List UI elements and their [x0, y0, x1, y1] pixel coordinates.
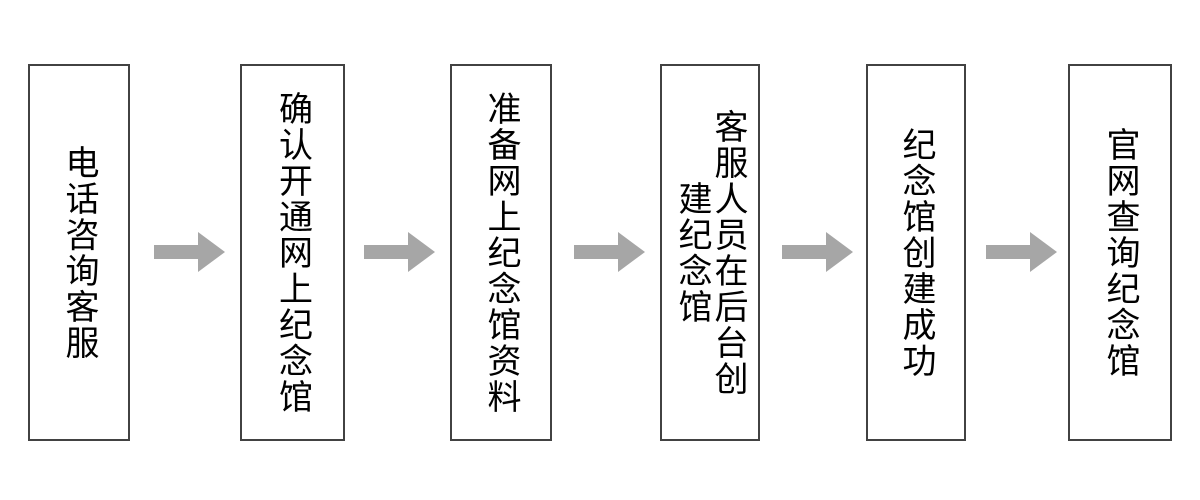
process-node-label: 客服人员在后台创建纪念馆 — [672, 108, 748, 397]
process-node-label: 电话咨询客服 — [59, 144, 99, 361]
process-node-step-3[interactable]: 准备网上纪念馆资料 — [450, 64, 552, 441]
process-node-step-6[interactable]: 官网查询纪念馆 — [1068, 64, 1172, 441]
arrow-right-icon-1 — [154, 231, 226, 273]
process-node-label: 准备网上纪念馆资料 — [481, 90, 521, 415]
process-node-step-1[interactable]: 电话咨询客服 — [28, 64, 130, 441]
arrow-right-icon-3 — [574, 231, 646, 273]
process-node-step-2[interactable]: 确认开通网上纪念馆 — [240, 64, 345, 441]
process-node-label: 官网查询纪念馆 — [1100, 126, 1140, 379]
process-node-step-5[interactable]: 纪念馆创建成功 — [866, 64, 966, 441]
arrow-right-icon-2 — [364, 231, 436, 273]
process-node-label: 纪念馆创建成功 — [896, 126, 936, 379]
process-node-label: 确认开通网上纪念馆 — [272, 90, 313, 415]
process-node-step-4[interactable]: 客服人员在后台创建纪念馆 — [660, 64, 760, 441]
arrow-right-icon-4 — [782, 231, 854, 273]
arrow-right-icon-5 — [986, 231, 1058, 273]
